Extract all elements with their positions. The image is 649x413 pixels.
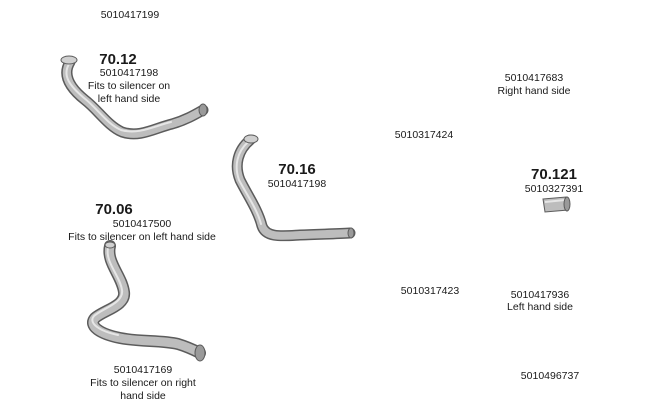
part-number-70-12: 5010417198 bbox=[99, 67, 159, 79]
part-number-bottom-right: 5010496737 bbox=[520, 370, 580, 382]
part-note-70-12-line2: left hand side bbox=[97, 93, 161, 105]
part-number-top: 5010417199 bbox=[100, 9, 160, 21]
part-note-70-06: Fits to silencer on left hand side bbox=[68, 231, 216, 243]
part-number-70-121: 5010327391 bbox=[524, 183, 584, 195]
part-number-lower-right: 5010417936 bbox=[510, 289, 570, 301]
part-note-lower-right: Left hand side bbox=[507, 301, 573, 313]
part-number-right-top: 5010417683 bbox=[504, 72, 564, 84]
part-note-right-top: Right hand side bbox=[497, 85, 571, 97]
part-code-70-121: 70.121 bbox=[531, 166, 577, 183]
part-code-70-06: 70.06 bbox=[95, 201, 133, 218]
part-note-bottom-left-line1: Fits to silencer on right bbox=[90, 377, 196, 389]
part-number-70-16: 5010417198 bbox=[267, 178, 327, 190]
part-note-bottom-left-line2: hand side bbox=[120, 390, 166, 402]
part-code-70-16: 70.16 bbox=[278, 161, 316, 178]
part-code-70-12: 70.12 bbox=[99, 51, 137, 68]
part-note-70-12-line1: Fits to silencer on bbox=[87, 80, 171, 92]
part-number-70-06: 5010417500 bbox=[112, 218, 172, 230]
part-number-lower-center: 5010317423 bbox=[400, 285, 460, 297]
part-number-center: 5010317424 bbox=[394, 129, 454, 141]
part-number-bottom-left: 5010417169 bbox=[113, 364, 173, 376]
